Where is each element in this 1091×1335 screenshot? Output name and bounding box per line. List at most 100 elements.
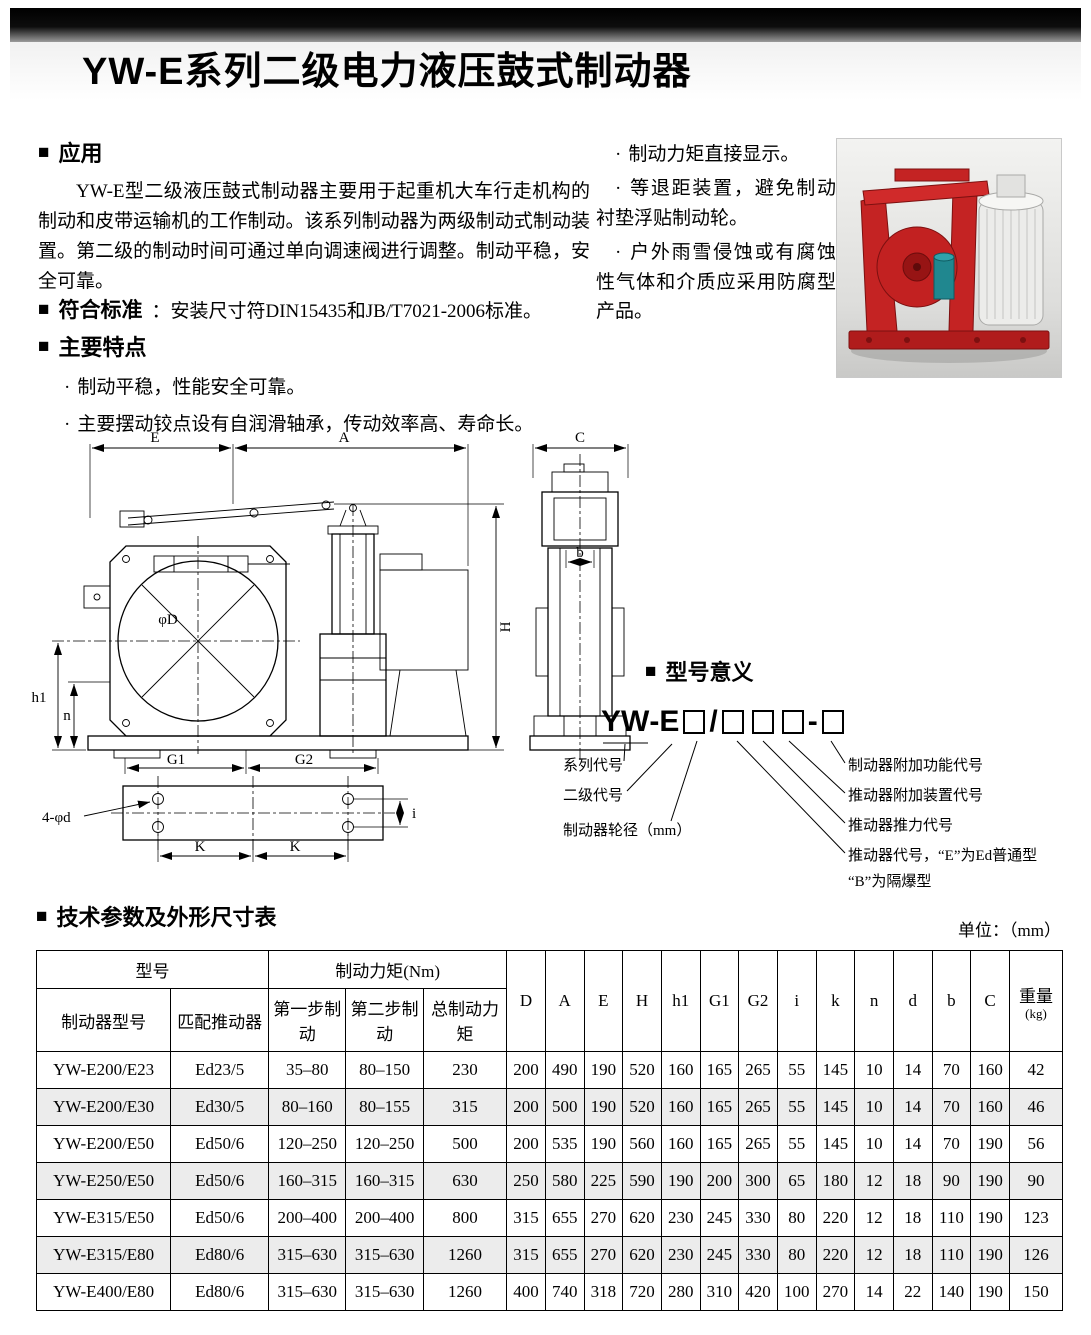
side-view: [529, 454, 631, 762]
spec-table-cell: 120–250: [345, 1125, 424, 1163]
spec-table-cell: 110: [931, 1236, 972, 1274]
spec-table-cell: 220: [815, 1199, 856, 1237]
spec-table-cell: YW-E250/E50: [35, 1162, 172, 1200]
spec-table-cell: 12: [854, 1199, 894, 1237]
th-dim: h1: [660, 950, 701, 1052]
spec-table: 型号 制动力矩(Nm) D A E H h1 G1 G2 i k n d b C…: [35, 950, 1064, 1311]
model-code-box: [781, 710, 804, 734]
spec-table-cell: 315–630: [345, 1236, 424, 1274]
side-note: ·等退距装置，避免制动衬垫浮贴制动轮。: [596, 174, 836, 233]
th-step2: 第二步制动: [345, 988, 424, 1052]
application-body: YW-E型二级液压鼓式制动器主要用于起重机大车行走机构的制动和皮带运输机的工作制…: [38, 181, 590, 293]
spec-table-cell: YW-E315/E50: [35, 1199, 172, 1237]
th-weight-text: 重量: [1018, 987, 1053, 1006]
bottom-view: [111, 776, 395, 850]
spec-table-cell: 42: [1008, 1051, 1064, 1089]
dim-label-diameter: φD: [158, 612, 178, 628]
model-code-slash: /: [709, 705, 718, 738]
dim-label-c: C: [575, 430, 585, 446]
spec-table-cell: 80–160: [268, 1088, 347, 1126]
spec-table-cell: 740: [544, 1273, 585, 1311]
spec-table-cell: 55: [776, 1088, 817, 1126]
page-header: YW-E系列二级电力液压鼓式制动器: [10, 8, 1081, 100]
parameters-heading: ■ 技术参数及外形尺寸表: [36, 900, 1065, 932]
spec-table-cell: 230: [422, 1051, 508, 1089]
spec-table-cell: 620: [622, 1199, 662, 1237]
bullet-icon: ·: [615, 178, 622, 200]
spec-table-cell: Ed80/6: [170, 1273, 270, 1311]
model-meaning-heading: ■ 型号意义: [645, 655, 754, 687]
spec-table-cell: 80–150: [345, 1051, 424, 1089]
spec-table-cell: 800: [422, 1199, 508, 1237]
spec-table-cell: 315–630: [345, 1273, 424, 1311]
spec-table-cell: 110: [931, 1199, 972, 1237]
spec-table-cell: 90: [1008, 1162, 1064, 1200]
spec-table-cell: 520: [622, 1088, 662, 1126]
spec-table-cell: 145: [815, 1088, 856, 1126]
spec-table-cell: 80: [776, 1236, 817, 1274]
feature-item: · 主要摆动铰点设有自润滑轴承，传动效率高、寿命长。: [64, 409, 638, 436]
feature-text: 主要摆动铰点设有自润滑轴承，传动效率高、寿命长。: [77, 414, 534, 435]
th-thruster: 匹配推动器: [170, 988, 270, 1052]
spec-table-cell: 160–315: [345, 1162, 424, 1200]
dim-label-a: A: [339, 430, 350, 446]
spec-table-cell: YW-E200/E50: [35, 1125, 172, 1163]
spec-table-cell: 655: [544, 1236, 585, 1274]
model-code-series: YW: [601, 705, 650, 738]
spec-table-cell: 580: [544, 1162, 585, 1200]
spec-table-cell: 150: [1008, 1273, 1064, 1311]
model-label-extra-function: 制动器附加功能代号: [848, 758, 984, 774]
spec-table-cell: Ed50/6: [170, 1125, 270, 1163]
side-note: ·户外雨雪侵蚀或有腐蚀性气体和介质应采用防腐型产品。: [596, 238, 836, 326]
spec-table-cell: 590: [622, 1162, 662, 1200]
spec-table-cell: YW-E400/E80: [35, 1273, 172, 1311]
spec-table-cell: 265: [738, 1051, 778, 1089]
th-weight: 重量(kg): [1008, 950, 1064, 1052]
dim-label-g2: G2: [295, 752, 313, 768]
model-code: YW-E/-: [601, 705, 848, 739]
spec-table-cell: 400: [506, 1273, 546, 1311]
spec-table-cell: 190: [970, 1199, 1010, 1237]
dim-label-k2: K: [290, 839, 301, 855]
model-code-stage: E: [659, 705, 680, 738]
spec-table-cell: 70: [931, 1051, 972, 1089]
spec-table-cell: 270: [815, 1273, 856, 1311]
th-dim: b: [931, 950, 972, 1052]
th-weight-unit: (kg): [1025, 1006, 1047, 1021]
th-dim: A: [544, 950, 585, 1052]
side-note-text: 户外雨雪侵蚀或有腐蚀性气体和介质应采用防腐型产品。: [596, 242, 836, 323]
dim-label-g1: G1: [167, 752, 185, 768]
parameters-heading-text: 技术参数及外形尺寸表: [56, 905, 277, 930]
spec-table-cell: Ed23/5: [170, 1051, 270, 1089]
spec-table-cell: 265: [738, 1125, 778, 1163]
spec-table-cell: 225: [583, 1162, 624, 1200]
section-marker-icon: ■: [38, 335, 50, 357]
spec-table-cell: 55: [776, 1051, 817, 1089]
side-note: ·制动力矩直接显示。: [596, 140, 836, 169]
model-label-thruster-force: 推动器推力代号: [848, 818, 954, 834]
application-heading-text: 应用: [58, 141, 103, 166]
standard-text: ：安装尺寸符DIN15435和JB/T7021-2006标准。: [151, 300, 543, 322]
model-code-dash: -: [807, 705, 818, 738]
side-notes: ·制动力矩直接显示。 ·等退距装置，避免制动衬垫浮贴制动轮。 ·户外雨雪侵蚀或有…: [596, 140, 836, 332]
spec-table-cell: 315: [506, 1236, 546, 1274]
th-step1: 第一步制动: [268, 988, 347, 1052]
spec-table-cell: 270: [583, 1199, 624, 1237]
th-model-group: 型号: [35, 950, 270, 989]
dim-label-holes: 4-φd: [42, 810, 71, 826]
features-heading-text: 主要特点: [58, 335, 147, 360]
spec-table-cell: 14: [892, 1088, 933, 1126]
bullet-icon: ·: [64, 414, 71, 435]
spec-table-cell: 56: [1008, 1125, 1064, 1163]
features-heading: ■ 主要特点: [38, 330, 638, 362]
spec-table-cell: 720: [622, 1273, 662, 1311]
dim-label-e: E: [150, 430, 159, 446]
model-code-dash: -: [649, 705, 660, 738]
spec-table-cell: 190: [970, 1236, 1010, 1274]
features-section: ■ 主要特点 ·制动平稳，性能安全可靠。 ·主要摆动铰点设有自润滑轴承，传动效率…: [38, 330, 638, 436]
spec-table-cell: 12: [854, 1236, 894, 1274]
